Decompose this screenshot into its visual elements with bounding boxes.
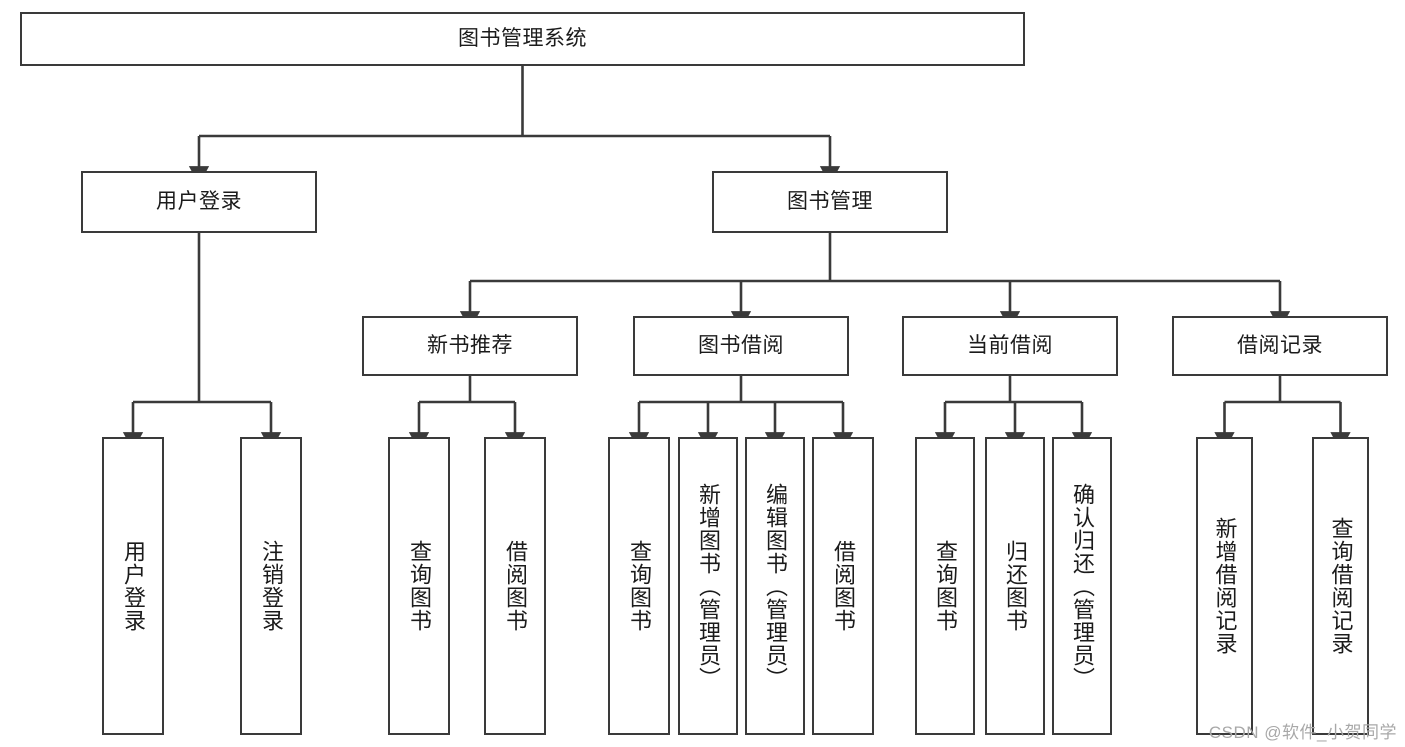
- node-label: 查询图书: [626, 540, 652, 632]
- node-label: 图书管理系统: [458, 26, 587, 50]
- node-new-book-rec[interactable]: 新书推荐: [362, 316, 578, 376]
- node-label: 当前借阅: [967, 333, 1053, 357]
- node-leaf-add-record[interactable]: 新增借阅记录: [1196, 437, 1253, 735]
- node-leaf-user-logout[interactable]: 注销登录: [240, 437, 302, 735]
- node-leaf-borrow-book-2[interactable]: 借阅图书: [812, 437, 874, 735]
- node-label: 新增借阅记录: [1212, 517, 1238, 655]
- node-leaf-query-book-2[interactable]: 查询图书: [608, 437, 670, 735]
- node-label: 新书推荐: [427, 333, 513, 357]
- node-leaf-user-login[interactable]: 用户登录: [102, 437, 164, 735]
- node-leaf-query-book-3[interactable]: 查询图书: [915, 437, 975, 735]
- node-leaf-query-record[interactable]: 查询借阅记录: [1312, 437, 1369, 735]
- node-leaf-confirm-ret[interactable]: 确认归还（管理员）: [1052, 437, 1112, 735]
- node-label: 用户登录: [156, 189, 242, 213]
- node-label: 查询借阅记录: [1328, 517, 1354, 655]
- node-root[interactable]: 图书管理系统: [20, 12, 1025, 66]
- node-label: 归还图书: [1002, 540, 1028, 632]
- node-label: 编辑图书（管理员）: [762, 482, 788, 690]
- node-label: 查询图书: [406, 540, 432, 632]
- node-label: 确认归还（管理员）: [1069, 482, 1095, 690]
- node-leaf-edit-book[interactable]: 编辑图书（管理员）: [745, 437, 805, 735]
- node-label: 图书借阅: [698, 333, 784, 357]
- node-label: 注销登录: [258, 540, 284, 632]
- node-leaf-borrow-book-1[interactable]: 借阅图书: [484, 437, 546, 735]
- node-current-borrow[interactable]: 当前借阅: [902, 316, 1118, 376]
- node-label: 借阅图书: [502, 540, 528, 632]
- node-label: 查询图书: [932, 540, 958, 632]
- node-book-manage[interactable]: 图书管理: [712, 171, 948, 233]
- node-book-borrow[interactable]: 图书借阅: [633, 316, 849, 376]
- node-label: 借阅记录: [1237, 333, 1323, 357]
- node-leaf-add-book[interactable]: 新增图书（管理员）: [678, 437, 738, 735]
- node-leaf-return-book[interactable]: 归还图书: [985, 437, 1045, 735]
- watermark-text: CSDN @软件_小贺同学: [1208, 723, 1397, 742]
- node-label: 用户登录: [120, 540, 146, 632]
- node-borrow-record[interactable]: 借阅记录: [1172, 316, 1388, 376]
- node-label: 借阅图书: [830, 540, 856, 632]
- node-user-login[interactable]: 用户登录: [81, 171, 317, 233]
- node-label: 图书管理: [787, 189, 873, 213]
- node-leaf-query-book-1[interactable]: 查询图书: [388, 437, 450, 735]
- node-label: 新增图书（管理员）: [695, 482, 721, 690]
